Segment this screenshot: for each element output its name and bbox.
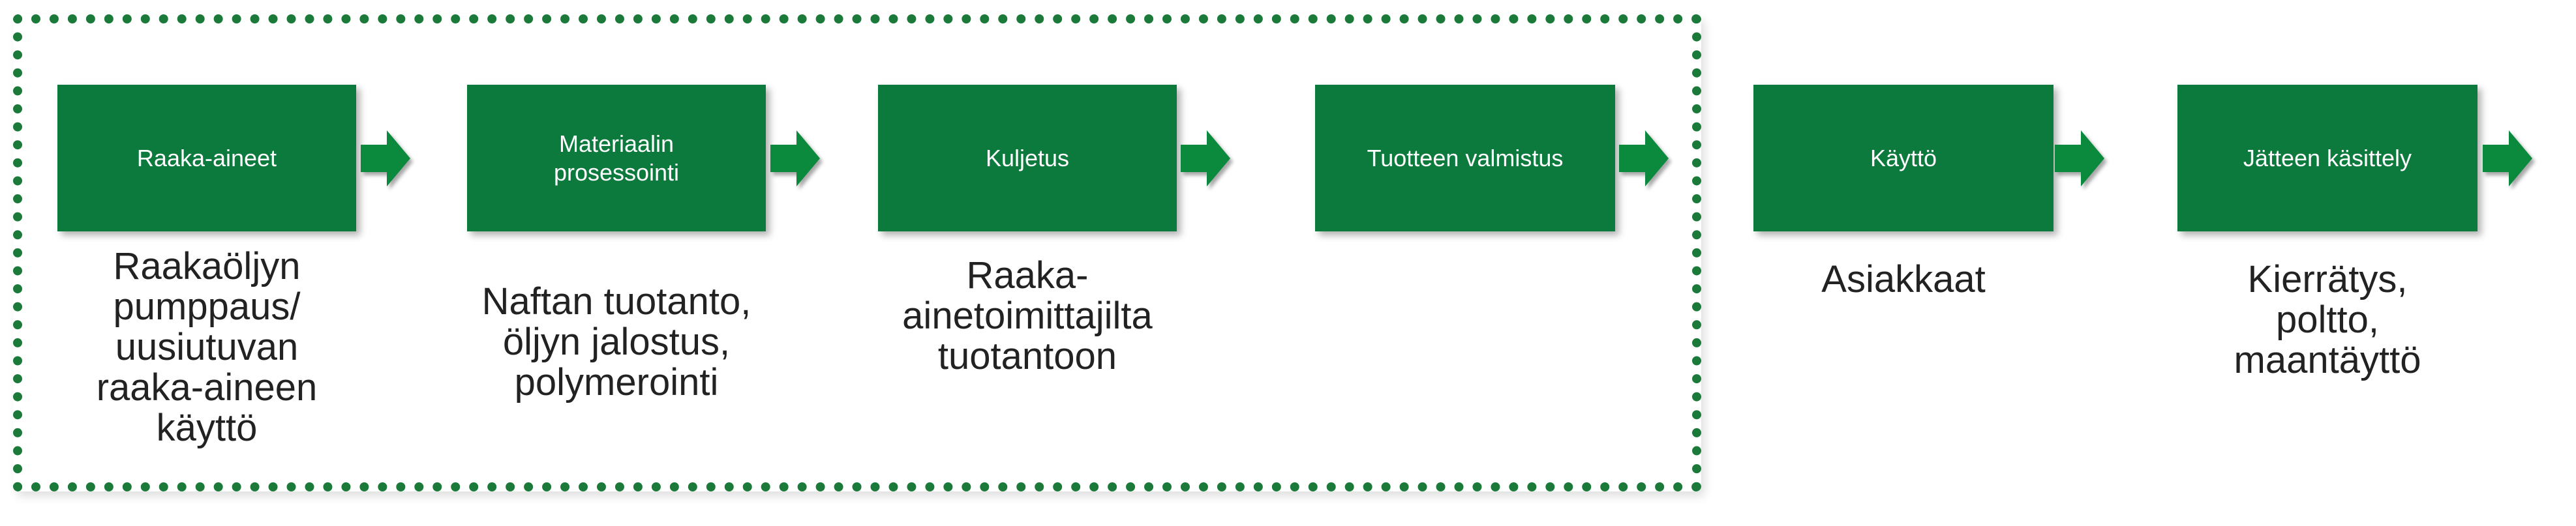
step-description-raaka-aineet: Raakaöljyn pumppaus/ uusiutuvan raaka-ai… (96, 245, 318, 449)
arrow-right-icon (1181, 130, 1230, 186)
step-description-kuljetus: Raaka- ainetoimittajilta tuotantoon (902, 254, 1153, 377)
arrow-right-icon (2483, 130, 2532, 186)
step-label: Tuotteen valmistus (1367, 144, 1564, 171)
dotted-boundary (13, 14, 1701, 491)
step-box-materiaalin-prosessointi: Materiaalin prosessointi (467, 85, 766, 231)
step-box-kuljetus: Kuljetus (878, 85, 1177, 231)
step-label: Kuljetus (985, 144, 1070, 171)
step-description-jatteen-kasittely: Kierrätys, poltto, maantäyttö (2234, 258, 2421, 381)
step-box-jatteen-kasittely: Jätteen käsittely (2177, 85, 2478, 231)
step-label: Materiaalin prosessointi (553, 130, 680, 186)
arrow-right-icon (1619, 130, 1669, 186)
step-label: Jätteen käsittely (2243, 144, 2412, 171)
step-box-kaytto: Käyttö (1753, 85, 2053, 231)
step-box-raaka-aineet: Raaka-aineet (57, 85, 356, 231)
arrow-right-icon (361, 130, 410, 186)
arrow-right-icon (770, 130, 820, 186)
step-label: Raaka-aineet (136, 144, 277, 171)
step-label: Käyttö (1870, 144, 1937, 171)
step-description-kaytto: Asiakkaat (1821, 258, 1986, 300)
arrow-right-icon (2055, 130, 2104, 186)
step-box-tuotteen-valmistus: Tuotteen valmistus (1315, 85, 1615, 231)
step-description-materiaalin-prosessointi: Naftan tuotanto, öljyn jalostus, polymer… (481, 280, 751, 403)
